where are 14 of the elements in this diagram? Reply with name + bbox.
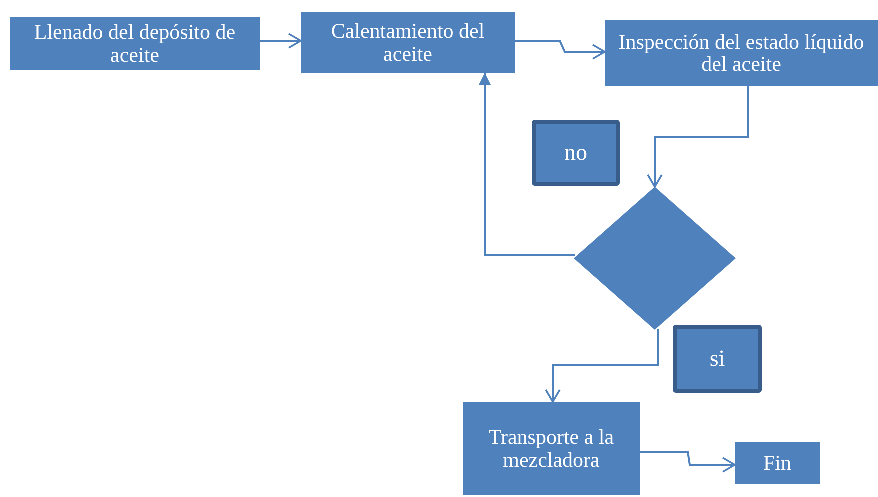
- arrow: [640, 451, 736, 473]
- process-box: Calentamiento del aceite: [301, 12, 515, 73]
- arrow: [545, 329, 659, 403]
- process-box: Fin: [735, 442, 820, 484]
- process-box: Transporte a la mezcladora: [463, 402, 640, 495]
- process-box: Llenado del depósito de aceite: [10, 17, 260, 70]
- arrow: [479, 73, 575, 256]
- arrow: [260, 33, 302, 49]
- answer-label-box: si: [673, 325, 762, 393]
- decision-diamond: [574, 187, 736, 330]
- process-box: Inspección del estado líquido del aceite: [605, 20, 878, 86]
- arrow: [515, 40, 606, 60]
- arrow: [647, 86, 749, 188]
- answer-label-box: no: [532, 120, 620, 186]
